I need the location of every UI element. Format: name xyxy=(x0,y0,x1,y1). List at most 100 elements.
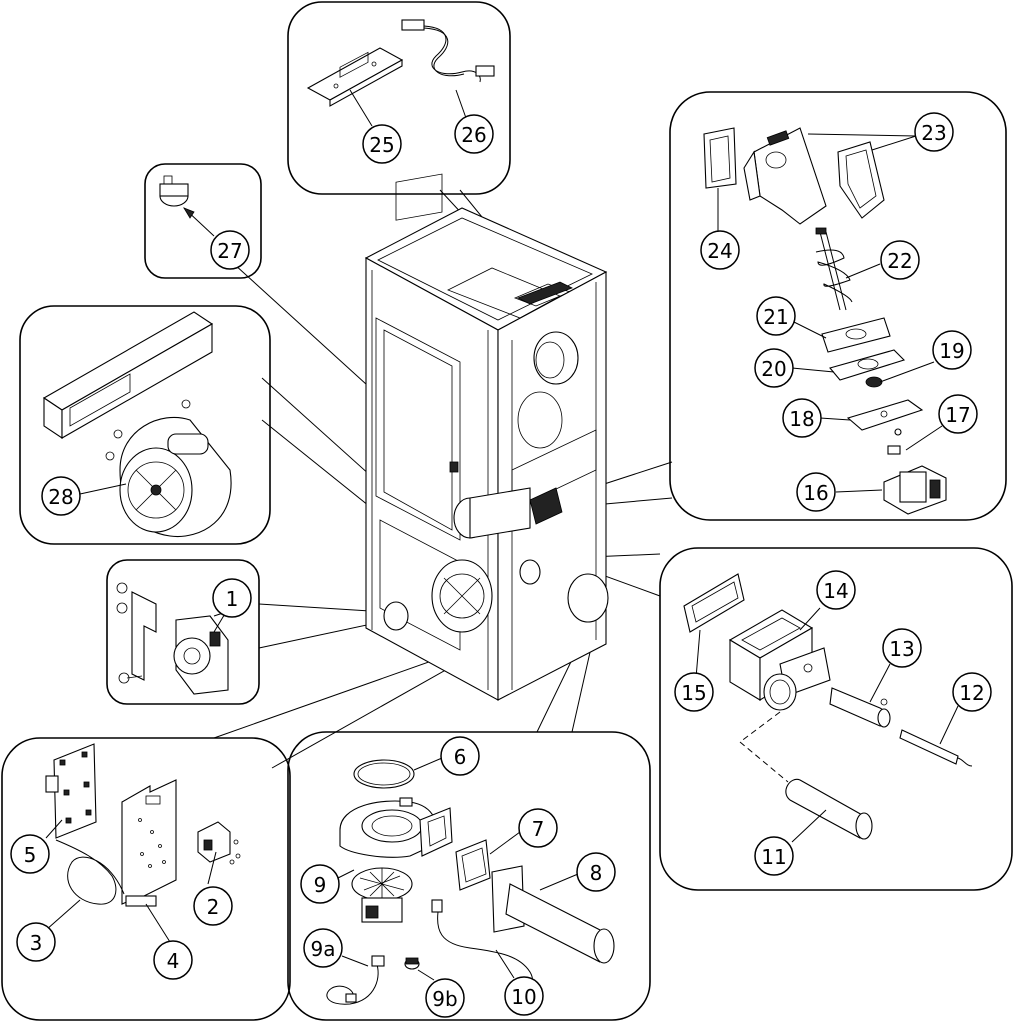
part-21-gasket xyxy=(821,317,891,353)
callout-label-28: 28 xyxy=(48,485,73,509)
part-5-control-board xyxy=(45,743,97,839)
part-26-wiring-harness xyxy=(401,19,495,119)
part-1-motor xyxy=(116,582,229,695)
callout-16: 16 xyxy=(796,472,836,512)
part-6-gasket xyxy=(353,759,415,789)
part-15-gasket xyxy=(683,573,745,633)
callout-label-22: 22 xyxy=(887,249,912,273)
callout-label-5: 5 xyxy=(24,843,37,867)
callout-9a: 9a xyxy=(303,928,343,968)
part-12-ignitor xyxy=(899,729,973,767)
callout-3: 3 xyxy=(16,922,56,962)
stove-body xyxy=(364,173,609,701)
part-7-gasket xyxy=(455,839,491,891)
callout-23: 23 xyxy=(914,112,954,152)
part-25-control-panel xyxy=(306,47,404,127)
callout-21: 21 xyxy=(756,296,796,336)
part-23-auger-housing xyxy=(743,127,885,225)
callout-label-20: 20 xyxy=(761,357,786,381)
callout-label-11: 11 xyxy=(761,845,786,869)
callout-label-7: 7 xyxy=(532,817,545,841)
callout-10: 10 xyxy=(504,976,544,1016)
callout-9b: 9b xyxy=(425,978,465,1018)
part-18-motor-plate xyxy=(846,399,924,431)
callout-label-14: 14 xyxy=(823,579,848,603)
part-9a-cable xyxy=(326,955,385,1005)
callout-label-12: 12 xyxy=(959,681,984,705)
callout-2: 2 xyxy=(193,886,233,926)
part-28-convection-fan xyxy=(42,311,232,538)
part-9b-sensor xyxy=(404,957,420,970)
part-11-tube xyxy=(739,711,873,840)
callout-28: 28 xyxy=(41,476,81,516)
callout-24: 24 xyxy=(700,230,740,270)
callout-20: 20 xyxy=(754,348,794,388)
detail-box-combustion-fan xyxy=(287,731,651,1021)
detail-box-control-panel xyxy=(287,1,511,195)
callout-12: 12 xyxy=(952,672,992,712)
callout-6: 6 xyxy=(440,736,480,776)
detail-box-motor xyxy=(106,559,260,705)
callout-27: 27 xyxy=(210,230,250,270)
part-17-pin xyxy=(887,428,902,455)
callout-19: 19 xyxy=(932,330,972,370)
callout-22: 22 xyxy=(880,240,920,280)
part-9-combustion-blower xyxy=(339,797,453,923)
part-16-auger-motor xyxy=(883,465,947,515)
callout-25: 25 xyxy=(362,124,402,164)
part-20-gasket xyxy=(829,349,906,381)
detail-box-thermostat xyxy=(144,163,262,279)
callout-8: 8 xyxy=(576,852,616,892)
part-19-bushing xyxy=(865,376,883,388)
callout-label-4: 4 xyxy=(167,949,180,973)
callout-13: 13 xyxy=(882,628,922,668)
callout-label-24: 24 xyxy=(707,239,732,263)
detail-box-burner xyxy=(659,547,1013,891)
callout-label-25: 25 xyxy=(369,133,394,157)
callout-label-9: 9 xyxy=(314,873,327,897)
part-14-burner-pot xyxy=(728,609,831,711)
callout-5: 5 xyxy=(10,834,50,874)
callout-label-21: 21 xyxy=(763,305,788,329)
callout-label-2: 2 xyxy=(207,895,220,919)
callout-label-6: 6 xyxy=(454,745,467,769)
part-3-power-cord xyxy=(55,839,125,905)
part-4-mounting-plate xyxy=(121,779,177,907)
callout-label-23: 23 xyxy=(921,121,946,145)
callout-label-10: 10 xyxy=(511,985,536,1009)
part-2-switch xyxy=(197,821,241,865)
callout-label-1: 1 xyxy=(226,587,239,611)
callout-11: 11 xyxy=(754,836,794,876)
callout-label-3: 3 xyxy=(30,931,43,955)
callout-18: 18 xyxy=(782,398,822,438)
callout-14: 14 xyxy=(816,570,856,610)
part-27-thermostat xyxy=(159,175,215,237)
detail-box-electronics xyxy=(1,737,291,1021)
callout-label-17: 17 xyxy=(945,403,970,427)
callout-label-8: 8 xyxy=(590,861,603,885)
callout-4: 4 xyxy=(153,940,193,980)
callout-label-27: 27 xyxy=(217,239,242,263)
callout-label-13: 13 xyxy=(889,637,914,661)
part-22-auger-screw xyxy=(815,227,853,311)
callout-7: 7 xyxy=(518,808,558,848)
callout-label-26: 26 xyxy=(461,123,486,147)
callout-label-15: 15 xyxy=(681,681,706,705)
detail-box-auger xyxy=(669,91,1007,521)
detail-box-convection-fan xyxy=(19,305,271,545)
part-13-ignitor-holder xyxy=(829,687,891,728)
part-8-exhaust-pipe xyxy=(491,865,615,964)
callout-label-19: 19 xyxy=(939,339,964,363)
callout-label-18: 18 xyxy=(789,407,814,431)
callout-1: 1 xyxy=(212,578,252,618)
callout-15: 15 xyxy=(674,672,714,712)
callout-label-9a: 9a xyxy=(311,937,336,961)
callout-26: 26 xyxy=(454,114,494,154)
callout-leaders xyxy=(45,133,959,981)
callout-9: 9 xyxy=(300,864,340,904)
callout-label-16: 16 xyxy=(803,481,828,505)
callout-label-9b: 9b xyxy=(432,987,457,1011)
part-24-gasket xyxy=(703,127,737,189)
callout-17: 17 xyxy=(938,394,978,434)
